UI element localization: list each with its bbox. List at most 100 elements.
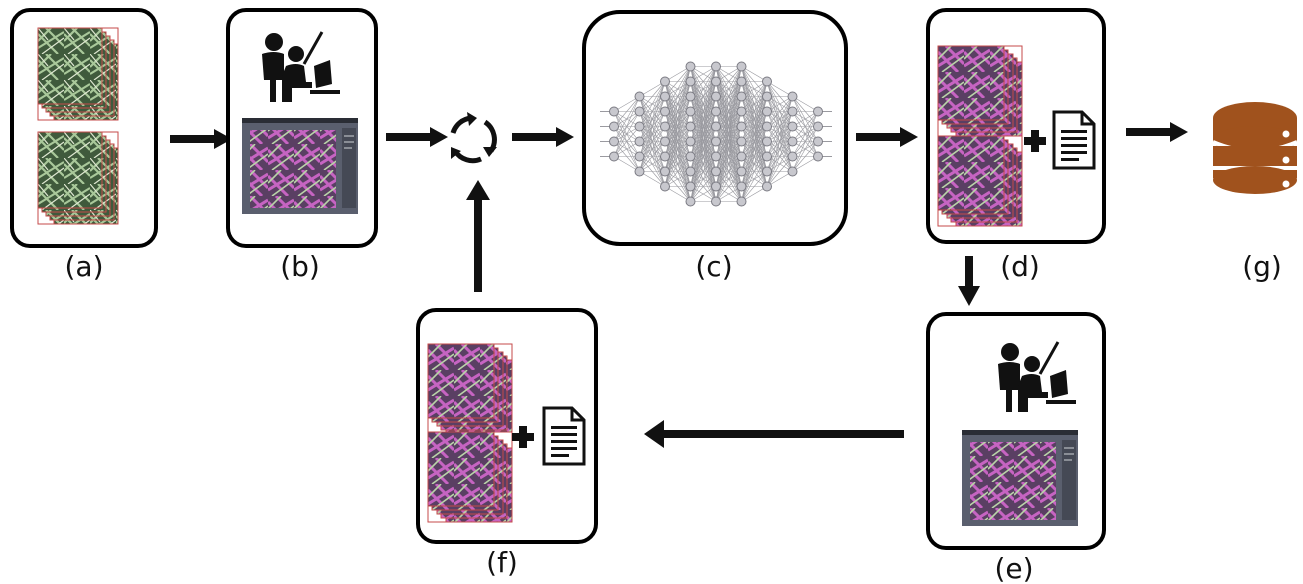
- nn-connection: [766, 156, 793, 187]
- nn-node: [634, 91, 645, 102]
- nn-connection: [664, 126, 691, 187]
- nn-node: [813, 136, 823, 147]
- arrow-d-to-e: [958, 256, 980, 306]
- nn-connection: [741, 141, 768, 202]
- nn-node: [762, 106, 772, 117]
- nn-connection: [690, 171, 717, 202]
- nn-node: [634, 136, 645, 147]
- arrow-a-to-b: [170, 129, 232, 149]
- nn-node: [685, 151, 696, 162]
- arrow-e-to-f: [644, 420, 904, 448]
- nn-connection: [639, 81, 666, 112]
- predicted-stack-top: [937, 45, 1023, 137]
- nn-node: [711, 121, 721, 132]
- nn-node: [685, 181, 696, 192]
- nn-node: [711, 181, 721, 192]
- nn-connection: [690, 66, 717, 97]
- nn-connection: [664, 141, 691, 187]
- nn-connection: [639, 81, 666, 127]
- nn-node: [685, 166, 696, 177]
- nn-connection: [766, 96, 793, 157]
- nn-connection: [792, 141, 819, 172]
- document-icon: [1052, 110, 1096, 170]
- nn-node: [685, 106, 696, 117]
- refresh-cycle-icon: [450, 112, 497, 164]
- nn-node: [685, 76, 696, 87]
- nn-connection: [664, 66, 691, 112]
- label-c: (c): [695, 250, 732, 283]
- nn-connection: [766, 126, 793, 187]
- nn-connection: [766, 141, 793, 187]
- nn-connection: [715, 66, 742, 127]
- nn-node: [762, 76, 772, 87]
- nn-connection: [690, 156, 717, 202]
- annotation-app-window: [241, 117, 359, 215]
- nn-connection: [639, 141, 666, 172]
- nn-connection: [792, 111, 819, 142]
- predicted-stack-bottom: [937, 135, 1023, 227]
- nn-node: [685, 136, 696, 147]
- nn-node: [736, 106, 747, 117]
- nn-node: [609, 136, 619, 147]
- raw-image-stack-bottom: [37, 131, 119, 225]
- corrected-stack-bottom: [427, 431, 513, 523]
- nn-node: [711, 106, 721, 117]
- nn-connection: [664, 66, 691, 187]
- nn-connection: [690, 66, 717, 187]
- nn-node: [787, 166, 798, 177]
- panel-d: [926, 8, 1106, 244]
- nn-connection: [715, 66, 742, 202]
- nn-node: [634, 106, 645, 117]
- nn-connection: [664, 66, 691, 127]
- label-d: (d): [1000, 250, 1040, 283]
- arrow-d-to-g: [1126, 122, 1188, 142]
- nn-node: [787, 121, 798, 132]
- nn-node: [660, 181, 670, 192]
- label-g: (g): [1242, 250, 1282, 283]
- correction-app-window: [961, 429, 1079, 527]
- nn-node: [634, 151, 645, 162]
- nn-connection: [715, 141, 742, 202]
- nn-connection: [690, 141, 717, 202]
- nn-connection: [613, 96, 640, 157]
- panel-e: [926, 312, 1106, 550]
- nn-node: [736, 61, 747, 72]
- nn-connection: [741, 81, 768, 202]
- nn-connection: [639, 81, 666, 142]
- nn-connection: [664, 156, 691, 187]
- nn-node: [787, 151, 798, 162]
- nn-connection: [715, 156, 742, 202]
- nn-node: [787, 136, 798, 147]
- arrow-f-to-cycle: [466, 180, 490, 292]
- nn-connection: [613, 96, 640, 142]
- nn-node: [711, 61, 721, 72]
- nn-connection: [766, 96, 793, 142]
- label-a: (a): [64, 250, 103, 283]
- label-b: (b): [280, 250, 320, 283]
- nn-node: [711, 136, 721, 147]
- nn-node: [711, 76, 721, 87]
- nn-connection: [715, 66, 742, 187]
- nn-connection: [741, 156, 768, 202]
- nn-node: [660, 121, 670, 132]
- nn-node: [660, 136, 670, 147]
- nn-connection: [715, 66, 742, 97]
- raw-image-stack-top: [37, 27, 119, 121]
- label-f: (f): [486, 546, 518, 579]
- nn-node: [711, 151, 721, 162]
- nn-node: [736, 196, 747, 207]
- panel-c: [582, 10, 848, 246]
- arrow-c-to-d: [856, 127, 918, 147]
- nn-node: [609, 121, 619, 132]
- nn-node: [685, 91, 696, 102]
- nn-node: [634, 166, 645, 177]
- nn-connection: [639, 126, 666, 172]
- nn-connection: [715, 81, 742, 202]
- nn-node: [711, 196, 721, 207]
- nn-node: [660, 91, 670, 102]
- panel-b: [226, 8, 378, 248]
- neural-network-icon: [600, 61, 832, 207]
- nn-connection: [741, 81, 768, 127]
- nn-node: [787, 91, 798, 102]
